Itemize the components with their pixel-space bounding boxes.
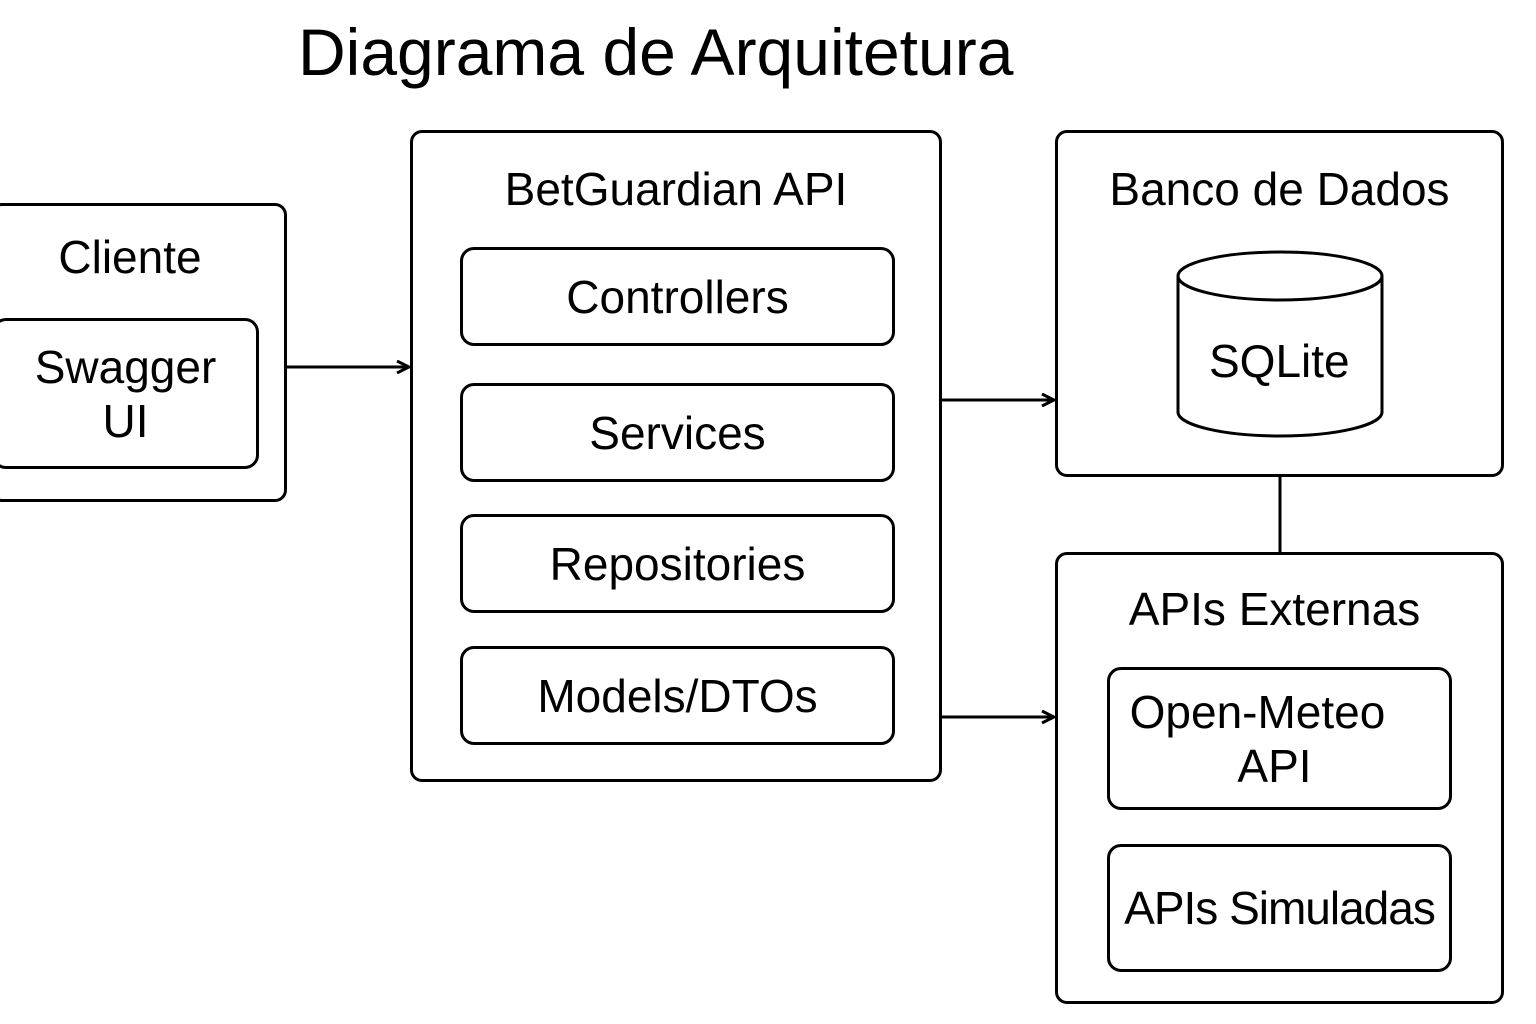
open-meteo-line1: Open-Meteo [1129, 685, 1386, 738]
banco-de-dados-label: Banco de Dados [1109, 163, 1450, 215]
controllers-box: Controllers [460, 247, 895, 346]
cliente-label: Cliente [58, 231, 202, 283]
sqlite-label: SQLite [1209, 335, 1350, 387]
swagger-ui-line2: UI [102, 394, 149, 447]
database-cylinder-icon [1176, 250, 1384, 438]
swagger-ui-line1: Swagger [34, 340, 217, 393]
open-meteo-api-box: Open-Meteo API [1107, 667, 1452, 810]
repositories-box: Repositories [460, 514, 895, 613]
apis-simuladas-box: APIs Simuladas [1107, 844, 1452, 972]
betguardian-api-label: BetGuardian API [504, 163, 848, 215]
apis-externas-label: APIs Externas [1128, 583, 1421, 635]
open-meteo-line2: API [1237, 739, 1312, 792]
diagram-title: Diagrama de Arquitetura [298, 15, 1014, 89]
models-dtos-box: Models/DTOs [460, 646, 895, 745]
services-box: Services [460, 383, 895, 482]
swagger-ui-box: Swagger UI [0, 318, 259, 469]
